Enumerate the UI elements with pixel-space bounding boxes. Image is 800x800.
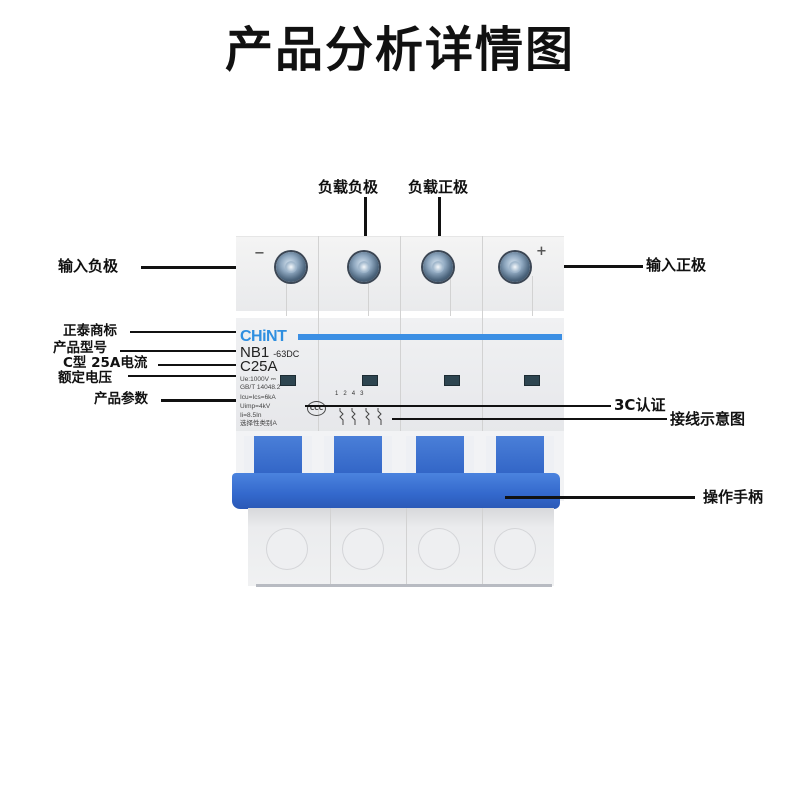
negative-sign: − [254, 246, 265, 261]
leader-load-negative [364, 197, 367, 267]
circuit-breaker: − + CHiNT NB1-63DC C25A Ue:1000V ⎓ GB/T … [232, 236, 566, 587]
pole-divider [406, 508, 407, 586]
operating-handle-bar[interactable] [232, 473, 560, 509]
model-number: NB1-63DC [240, 344, 299, 361]
pole-divider [318, 236, 319, 318]
pole-divider [318, 318, 319, 436]
leader-operating-handle [505, 496, 695, 499]
terminal-screw-input-negative [276, 252, 306, 282]
leader-wiring-diagram [392, 418, 667, 420]
pole-divider [450, 276, 451, 316]
ccc-mark-icon: CCC [307, 401, 326, 416]
leader-ccc-cert [305, 405, 611, 407]
spec-selectivity: 选择性类别A [240, 420, 277, 427]
brand-stripe [298, 334, 562, 340]
wiring-terminal-1: 1 [335, 391, 339, 397]
label-load-negative: 负载负极 [318, 178, 379, 196]
leader-input-positive [513, 265, 643, 268]
pole-divider [482, 508, 483, 586]
bottom-terminal-cap [494, 528, 536, 570]
spec-breaking-capacity: Icu=Ics=6kA [240, 394, 276, 401]
wiring-terminal-3: 3 [360, 391, 364, 397]
status-window [280, 375, 296, 386]
label-load-positive: 负载正极 [408, 178, 469, 196]
wiring-terminal-4: 4 [351, 391, 356, 397]
leader-load-positive [438, 197, 441, 267]
bottom-terminal-cap [418, 528, 460, 570]
status-window [362, 375, 378, 386]
label-product-params: 产品参数 [94, 391, 148, 407]
brand-logo: CHiNT [240, 328, 287, 345]
label-input-positive: 输入正极 [646, 256, 707, 274]
label-brand-logo: 正泰商标 [63, 323, 117, 339]
leader-input-negative [141, 266, 284, 269]
leader-rated-voltage [128, 375, 242, 377]
pole-divider [400, 236, 401, 318]
label-ccc-cert: 3C认证 [614, 396, 666, 414]
pole-divider [482, 236, 483, 318]
wiring-diagram-icon [339, 408, 382, 425]
page-title: 产品分析详情图 [224, 22, 575, 78]
model-suffix: -63DC [273, 349, 300, 359]
leader-c-type-current [158, 364, 242, 366]
pole-divider [532, 276, 533, 316]
label-operating-handle: 操作手柄 [703, 488, 764, 506]
current-rating: C25A [240, 358, 278, 375]
status-window [444, 375, 460, 386]
status-window [524, 375, 540, 386]
pole-divider [330, 508, 331, 586]
spec-instant-trip: Ii=8.5In [240, 412, 262, 419]
wiring-terminal-2: 2 [343, 391, 347, 397]
label-wiring-diagram: 接线示意图 [670, 410, 746, 428]
terminal-screw-input-positive [500, 252, 530, 282]
label-c-type-current: C型 25A电流 [63, 355, 148, 371]
terminal-screw-load-positive [423, 252, 453, 282]
wiring-terminal-labels: 1 2 4 3 [335, 391, 363, 397]
leader-brand-logo [130, 331, 242, 333]
bottom-terminal-cap [342, 528, 384, 570]
spec-standard: GB/T 14048.2 [240, 384, 281, 391]
pole-divider [482, 318, 483, 436]
spec-impulse-voltage: Uimp=4kV [240, 403, 271, 410]
spec-voltage: Ue:1000V ⎓ [240, 376, 276, 383]
leader-product-model [120, 350, 242, 352]
leader-product-params [161, 399, 242, 402]
pole-divider [286, 276, 287, 316]
label-rated-voltage: 额定电压 [58, 370, 112, 386]
label-input-negative: 输入负极 [58, 257, 119, 275]
pole-divider [368, 276, 369, 316]
pole-divider [400, 318, 401, 436]
label-product-model: 产品型号 [53, 340, 107, 356]
positive-sign: + [536, 244, 547, 259]
model-text: NB1 [240, 344, 270, 361]
terminal-screw-load-negative [349, 252, 379, 282]
bottom-terminal-cap [266, 528, 308, 570]
base-shadow [256, 584, 552, 587]
